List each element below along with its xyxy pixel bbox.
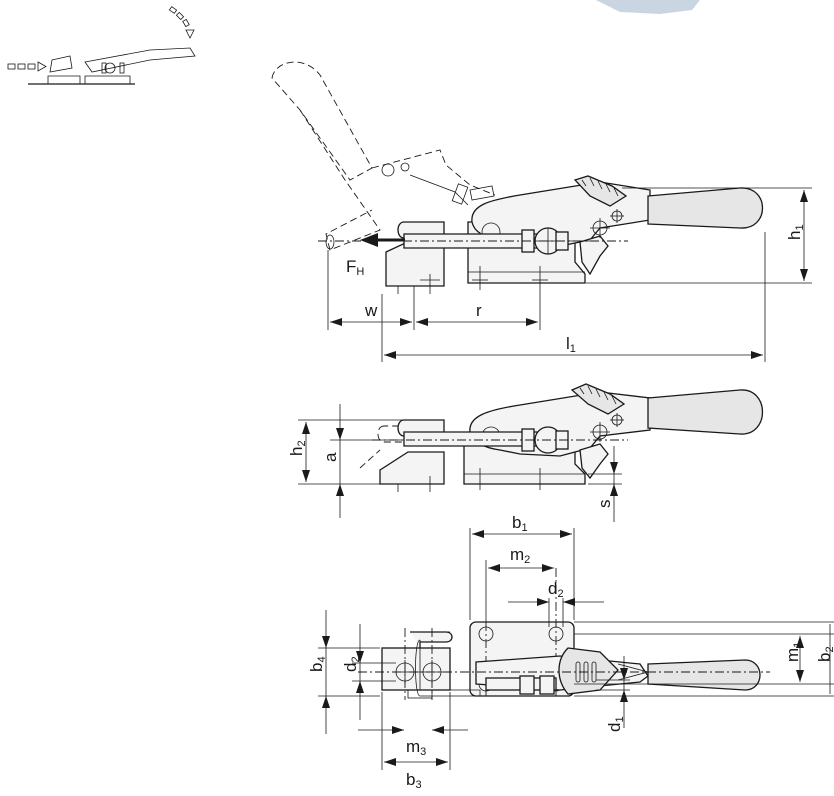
label-d2-left: d2	[341, 656, 362, 672]
handle-grip-2	[647, 389, 763, 435]
label-h1: h1	[785, 224, 806, 240]
label-m3: m3	[406, 737, 426, 758]
label-w: w	[364, 301, 378, 320]
label-s: s	[595, 500, 614, 509]
shading-artifact	[596, 0, 700, 14]
handle-grip-top	[647, 659, 761, 691]
open-handle-ghost	[271, 61, 373, 181]
lever-swing-arrow	[168, 6, 195, 39]
catch-plate-2	[379, 451, 445, 485]
safety-lock-trigger-2	[570, 383, 626, 415]
label-m1: m1	[783, 642, 804, 662]
label-d2-top: d2	[548, 579, 564, 600]
safety-lock-trigger	[573, 175, 628, 207]
label-b4: b4	[307, 656, 328, 672]
label-d1: d1	[605, 716, 626, 732]
safety-lock-trigger-top	[558, 647, 619, 695]
top-view: b1 m2 d2 b4 d2 m3	[307, 513, 834, 791]
label-a: a	[321, 452, 340, 462]
label-m2: m2	[510, 545, 530, 566]
label-l1: l1	[566, 334, 576, 355]
label-b2: b2	[815, 646, 834, 662]
handle-grip	[647, 187, 763, 229]
label-r: r	[476, 301, 482, 320]
label-h2: h2	[287, 440, 308, 456]
pull-direction-arrow	[360, 233, 405, 247]
label-b3: b3	[406, 770, 422, 791]
side-view-open: h2 a s	[287, 383, 763, 522]
side-view: FH w r l1 h1	[271, 61, 812, 362]
label-b1: b1	[512, 513, 528, 534]
label-force-fh: FH	[346, 257, 364, 278]
motion-direction-icon	[7, 6, 196, 85]
